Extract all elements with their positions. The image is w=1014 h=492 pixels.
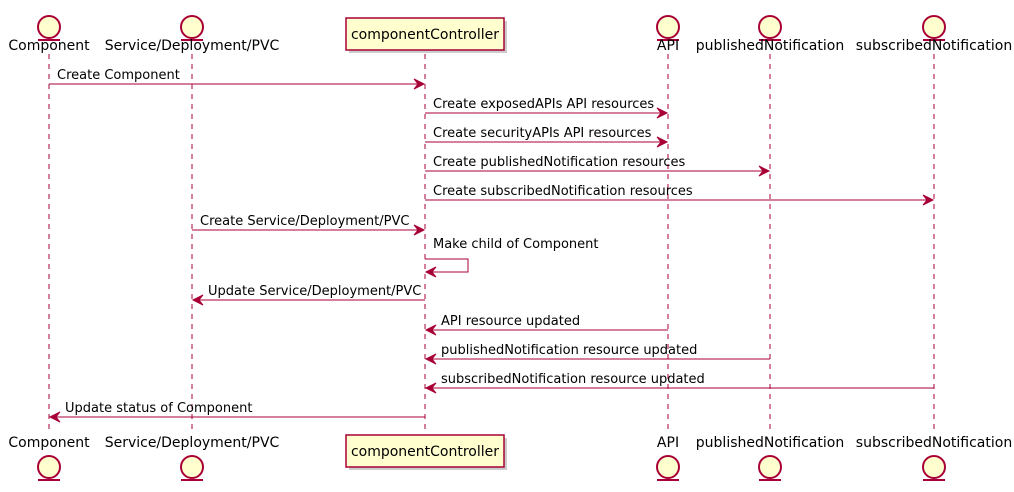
message-create-exposedapis-api-resources: Create exposedAPIs API resources bbox=[425, 97, 669, 119]
entity-circle bbox=[656, 455, 680, 479]
entity-circle bbox=[758, 15, 782, 39]
entity-icon-sub bbox=[922, 15, 946, 41]
entity-circle bbox=[180, 455, 204, 479]
arrowhead bbox=[758, 165, 771, 177]
arrowhead bbox=[922, 194, 935, 206]
entity-icon-component bbox=[37, 15, 61, 41]
entity-circle bbox=[922, 15, 946, 39]
participant-label-ctrl-bottom: componentController bbox=[351, 444, 499, 460]
message-label: Make child of Component bbox=[433, 237, 599, 252]
message-create-publishednotification-resources: Create publishedNotification resources bbox=[425, 155, 771, 177]
arrowhead bbox=[424, 266, 437, 278]
message-update-service-deployment-pvc: Update Service/Deployment/PVC bbox=[191, 284, 425, 306]
message-label: API resource updated bbox=[441, 314, 580, 329]
entity-circle bbox=[37, 15, 61, 39]
message-update-status-of-component: Update status of Component bbox=[48, 401, 425, 423]
message-label: Create exposedAPIs API resources bbox=[433, 97, 654, 112]
message-label: Create publishedNotification resources bbox=[433, 155, 686, 170]
entity-circle bbox=[922, 455, 946, 479]
box-frame bbox=[345, 434, 505, 468]
arrowhead bbox=[424, 353, 437, 365]
entity-circle bbox=[37, 455, 61, 479]
participant-label-sub-top: subscribedNotification bbox=[856, 38, 1012, 54]
message-label: Create Service/Deployment/PVC bbox=[200, 214, 409, 229]
entity-circle bbox=[656, 15, 680, 39]
message-create-service-deployment-pvc: Create Service/Deployment/PVC bbox=[192, 214, 426, 236]
message-label: Update Service/Deployment/PVC bbox=[208, 284, 421, 299]
message-create-securityapis-api-resources: Create securityAPIs API resources bbox=[425, 126, 669, 148]
message-line bbox=[425, 258, 469, 273]
message-api-resource-updated: API resource updated bbox=[424, 314, 668, 336]
message-label: Create subscribedNotification resources bbox=[433, 184, 693, 199]
message-label: Update status of Component bbox=[65, 401, 252, 416]
arrowhead bbox=[656, 107, 669, 119]
participant-label-sub-bottom: subscribedNotification bbox=[856, 435, 1012, 451]
arrowhead bbox=[424, 382, 437, 394]
arrowhead bbox=[413, 78, 426, 90]
entity-icon-svc bbox=[180, 455, 204, 481]
participant-label-pub-top: publishedNotification bbox=[696, 38, 844, 54]
participant-label-api-bottom: API bbox=[657, 435, 679, 451]
arrowhead bbox=[191, 294, 204, 306]
participant-label-component-top: Component bbox=[8, 38, 90, 54]
arrowhead bbox=[424, 324, 437, 336]
entity-circle bbox=[758, 455, 782, 479]
participant-box-ctrl-top: componentController bbox=[345, 17, 507, 53]
participant-label-ctrl-top: componentController bbox=[351, 27, 499, 43]
participant-label-svc-bottom: Service/Deployment/PVC bbox=[105, 435, 280, 451]
message-publishednotification-resource-updated: publishedNotification resource updated bbox=[424, 343, 770, 365]
message-label: publishedNotification resource updated bbox=[441, 343, 697, 358]
participant-label-pub-bottom: publishedNotification bbox=[696, 435, 844, 451]
entity-icon-sub bbox=[922, 455, 946, 481]
entity-icon-api bbox=[656, 15, 680, 41]
participant-label-component-bottom: Component bbox=[8, 435, 90, 451]
participant-box-ctrl-bottom: componentController bbox=[345, 434, 507, 470]
message-create-subscribednotification-resources: Create subscribedNotification resources bbox=[425, 184, 935, 206]
box-frame bbox=[345, 17, 505, 51]
arrowhead bbox=[48, 411, 61, 423]
arrowhead bbox=[413, 224, 426, 236]
message-make-child-of-component: Make child of Component bbox=[424, 237, 599, 278]
message-create-component: Create Component bbox=[49, 68, 426, 90]
participant-label-svc-top: Service/Deployment/PVC bbox=[105, 38, 280, 54]
message-label: Create securityAPIs API resources bbox=[433, 126, 652, 141]
message-subscribednotification-resource-updated: subscribedNotification resource updated bbox=[424, 372, 934, 394]
entity-icon-pub bbox=[758, 455, 782, 481]
entity-icon-pub bbox=[758, 15, 782, 41]
entity-circle bbox=[180, 15, 204, 39]
message-label: subscribedNotification resource updated bbox=[441, 372, 705, 387]
participant-label-api-top: API bbox=[657, 38, 679, 54]
entity-icon-component bbox=[37, 455, 61, 481]
entity-icon-svc bbox=[180, 15, 204, 41]
message-label: Create Component bbox=[57, 68, 180, 83]
entity-icon-api bbox=[656, 455, 680, 481]
arrowhead bbox=[656, 136, 669, 148]
